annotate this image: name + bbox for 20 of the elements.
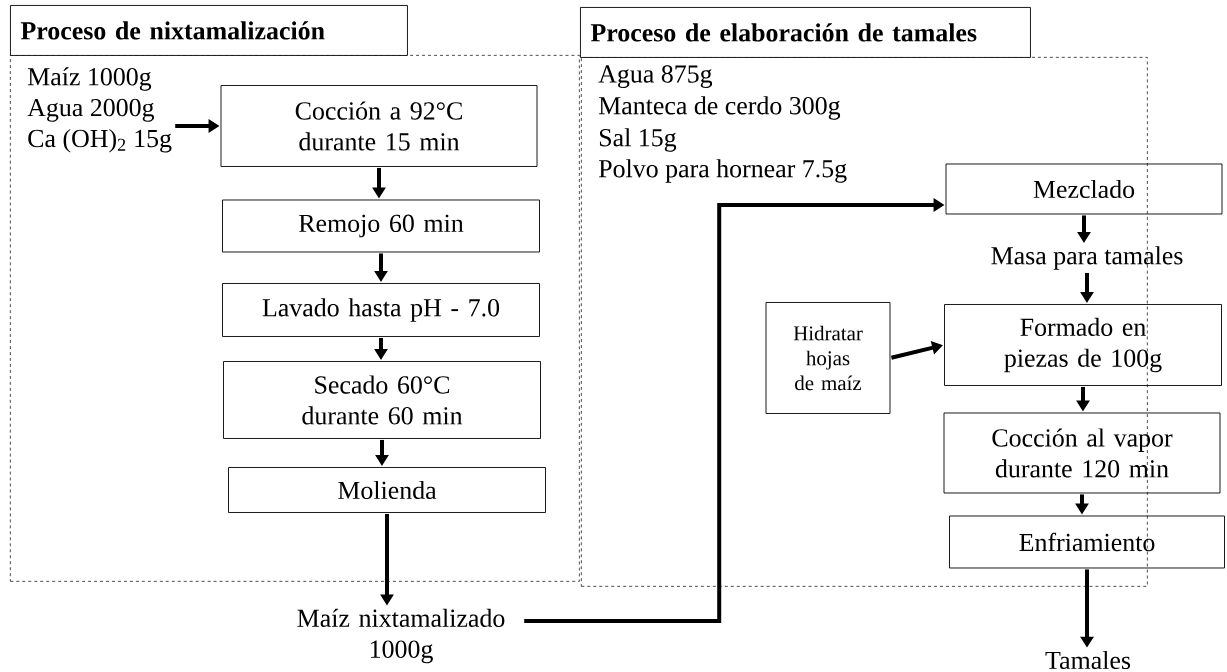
ingredient-text: Manteca de cerdo 300g [598,96,841,120]
ingredient-text: Polvo para hornear 7.5g [598,159,847,183]
ingredient-text: Sal 15g [599,128,677,152]
step-text: Tamales [1045,650,1131,670]
process-box: Hidratar hojas de maíz [765,302,891,414]
process-box: Lavado hasta pH - 7.0 [222,283,540,337]
process-box: Mezclado [945,163,1223,215]
process-box: Cocción a 92°C durante 15 min [220,85,538,167]
process-box: Formado en piezas de 100g [944,304,1222,386]
process-box: Secado 60°C durante 60 min [223,361,541,439]
process-box: Cocción al vapor durante 120 min [943,412,1221,494]
section-heading: Proceso de elaboración de tamales [580,7,1031,58]
step-text: Maíz nixtamalizado 1000g [297,608,505,664]
process-box: Enfriamiento [949,515,1225,569]
step-text: Masa para tamales [991,246,1183,270]
ingredient-text: Agua 875g [598,65,713,88]
section-heading: Proceso de nixtamalización [10,5,408,56]
process-box: Molienda [228,467,546,513]
process-box: Remojo 60 min [222,199,540,253]
ingredient-list: Maíz 1000g Agua 2000g Ca (OH)$_{2}$ 15g [27,67,172,153]
